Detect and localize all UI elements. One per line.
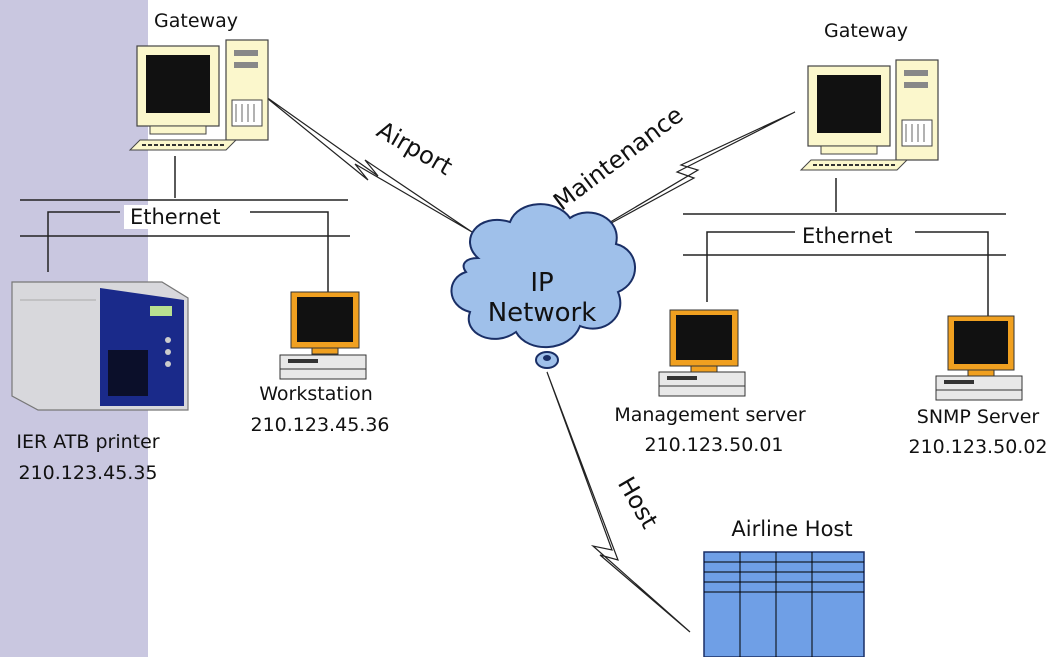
gateway-left-label: Gateway (154, 10, 238, 32)
right-lan (683, 178, 1006, 316)
snmp-server-name-label: SNMP Server (916, 406, 1040, 428)
workstation-ip-label: 210.123.45.36 (250, 414, 390, 436)
management-server-name-label: Management server (614, 404, 806, 426)
cloud-label-line1: IP (530, 268, 554, 298)
snmp-server-computer (935, 315, 1023, 401)
gateway-left-computer (128, 39, 269, 151)
host-link (546, 371, 691, 633)
airline-host-mainframe (703, 551, 865, 657)
workstation-name-label: Workstation (259, 383, 373, 405)
management-server-computer (658, 309, 746, 397)
management-server-ip-label: 210.123.50.01 (644, 434, 784, 456)
ier-atb-printer (11, 281, 189, 411)
snmp-server-ip-label: 210.123.50.02 (908, 436, 1048, 458)
ethernet-left-label: Ethernet (124, 205, 227, 229)
printer-name-label: IER ATB printer (16, 431, 160, 453)
cloud-label-line2: Network (487, 298, 597, 328)
gateway-right-computer (799, 59, 939, 171)
cloud-label: IP Network (474, 268, 610, 328)
airline-host-label: Airline Host (731, 517, 853, 541)
ethernet-right-label: Ethernet (796, 224, 899, 248)
ip-network-cloud (450, 203, 636, 369)
printer-ip-label: 210.123.45.35 (18, 462, 158, 484)
gateway-right-label: Gateway (824, 20, 908, 42)
workstation-computer (279, 291, 367, 380)
left-lan (20, 156, 350, 292)
